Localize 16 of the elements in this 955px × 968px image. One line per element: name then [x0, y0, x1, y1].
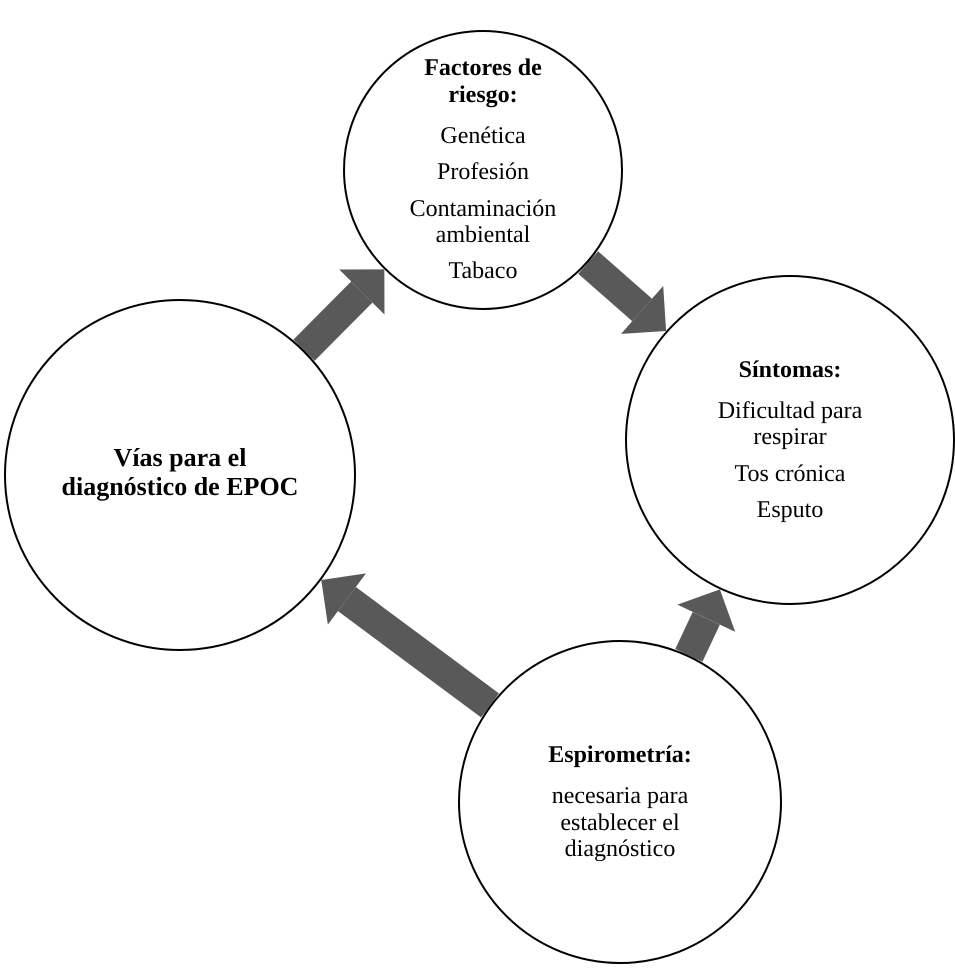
item-text: Profesión	[437, 159, 529, 186]
item-text: Tos crónica	[734, 460, 846, 488]
block-arrow	[578, 251, 666, 334]
block-arrow	[675, 589, 736, 662]
item-text: Genética	[440, 122, 526, 150]
heading-text: Vías para el diagnóstico de EPOC	[60, 444, 300, 502]
block-arrow	[293, 269, 384, 361]
item-text: Esputo	[756, 497, 824, 524]
heading-text: Síntomas:	[738, 356, 842, 383]
heading-text: Factores de riesgo:	[423, 55, 543, 108]
item-text: Contaminación ambiental	[408, 196, 558, 248]
heading-text: Espirometría:	[548, 742, 692, 768]
block-arrow	[321, 573, 499, 718]
item-text: Tabaco	[448, 258, 518, 285]
item-text: necesaria para establecer el diagnóstico	[550, 783, 690, 862]
item-text: Dificultad para respirar	[716, 398, 864, 451]
